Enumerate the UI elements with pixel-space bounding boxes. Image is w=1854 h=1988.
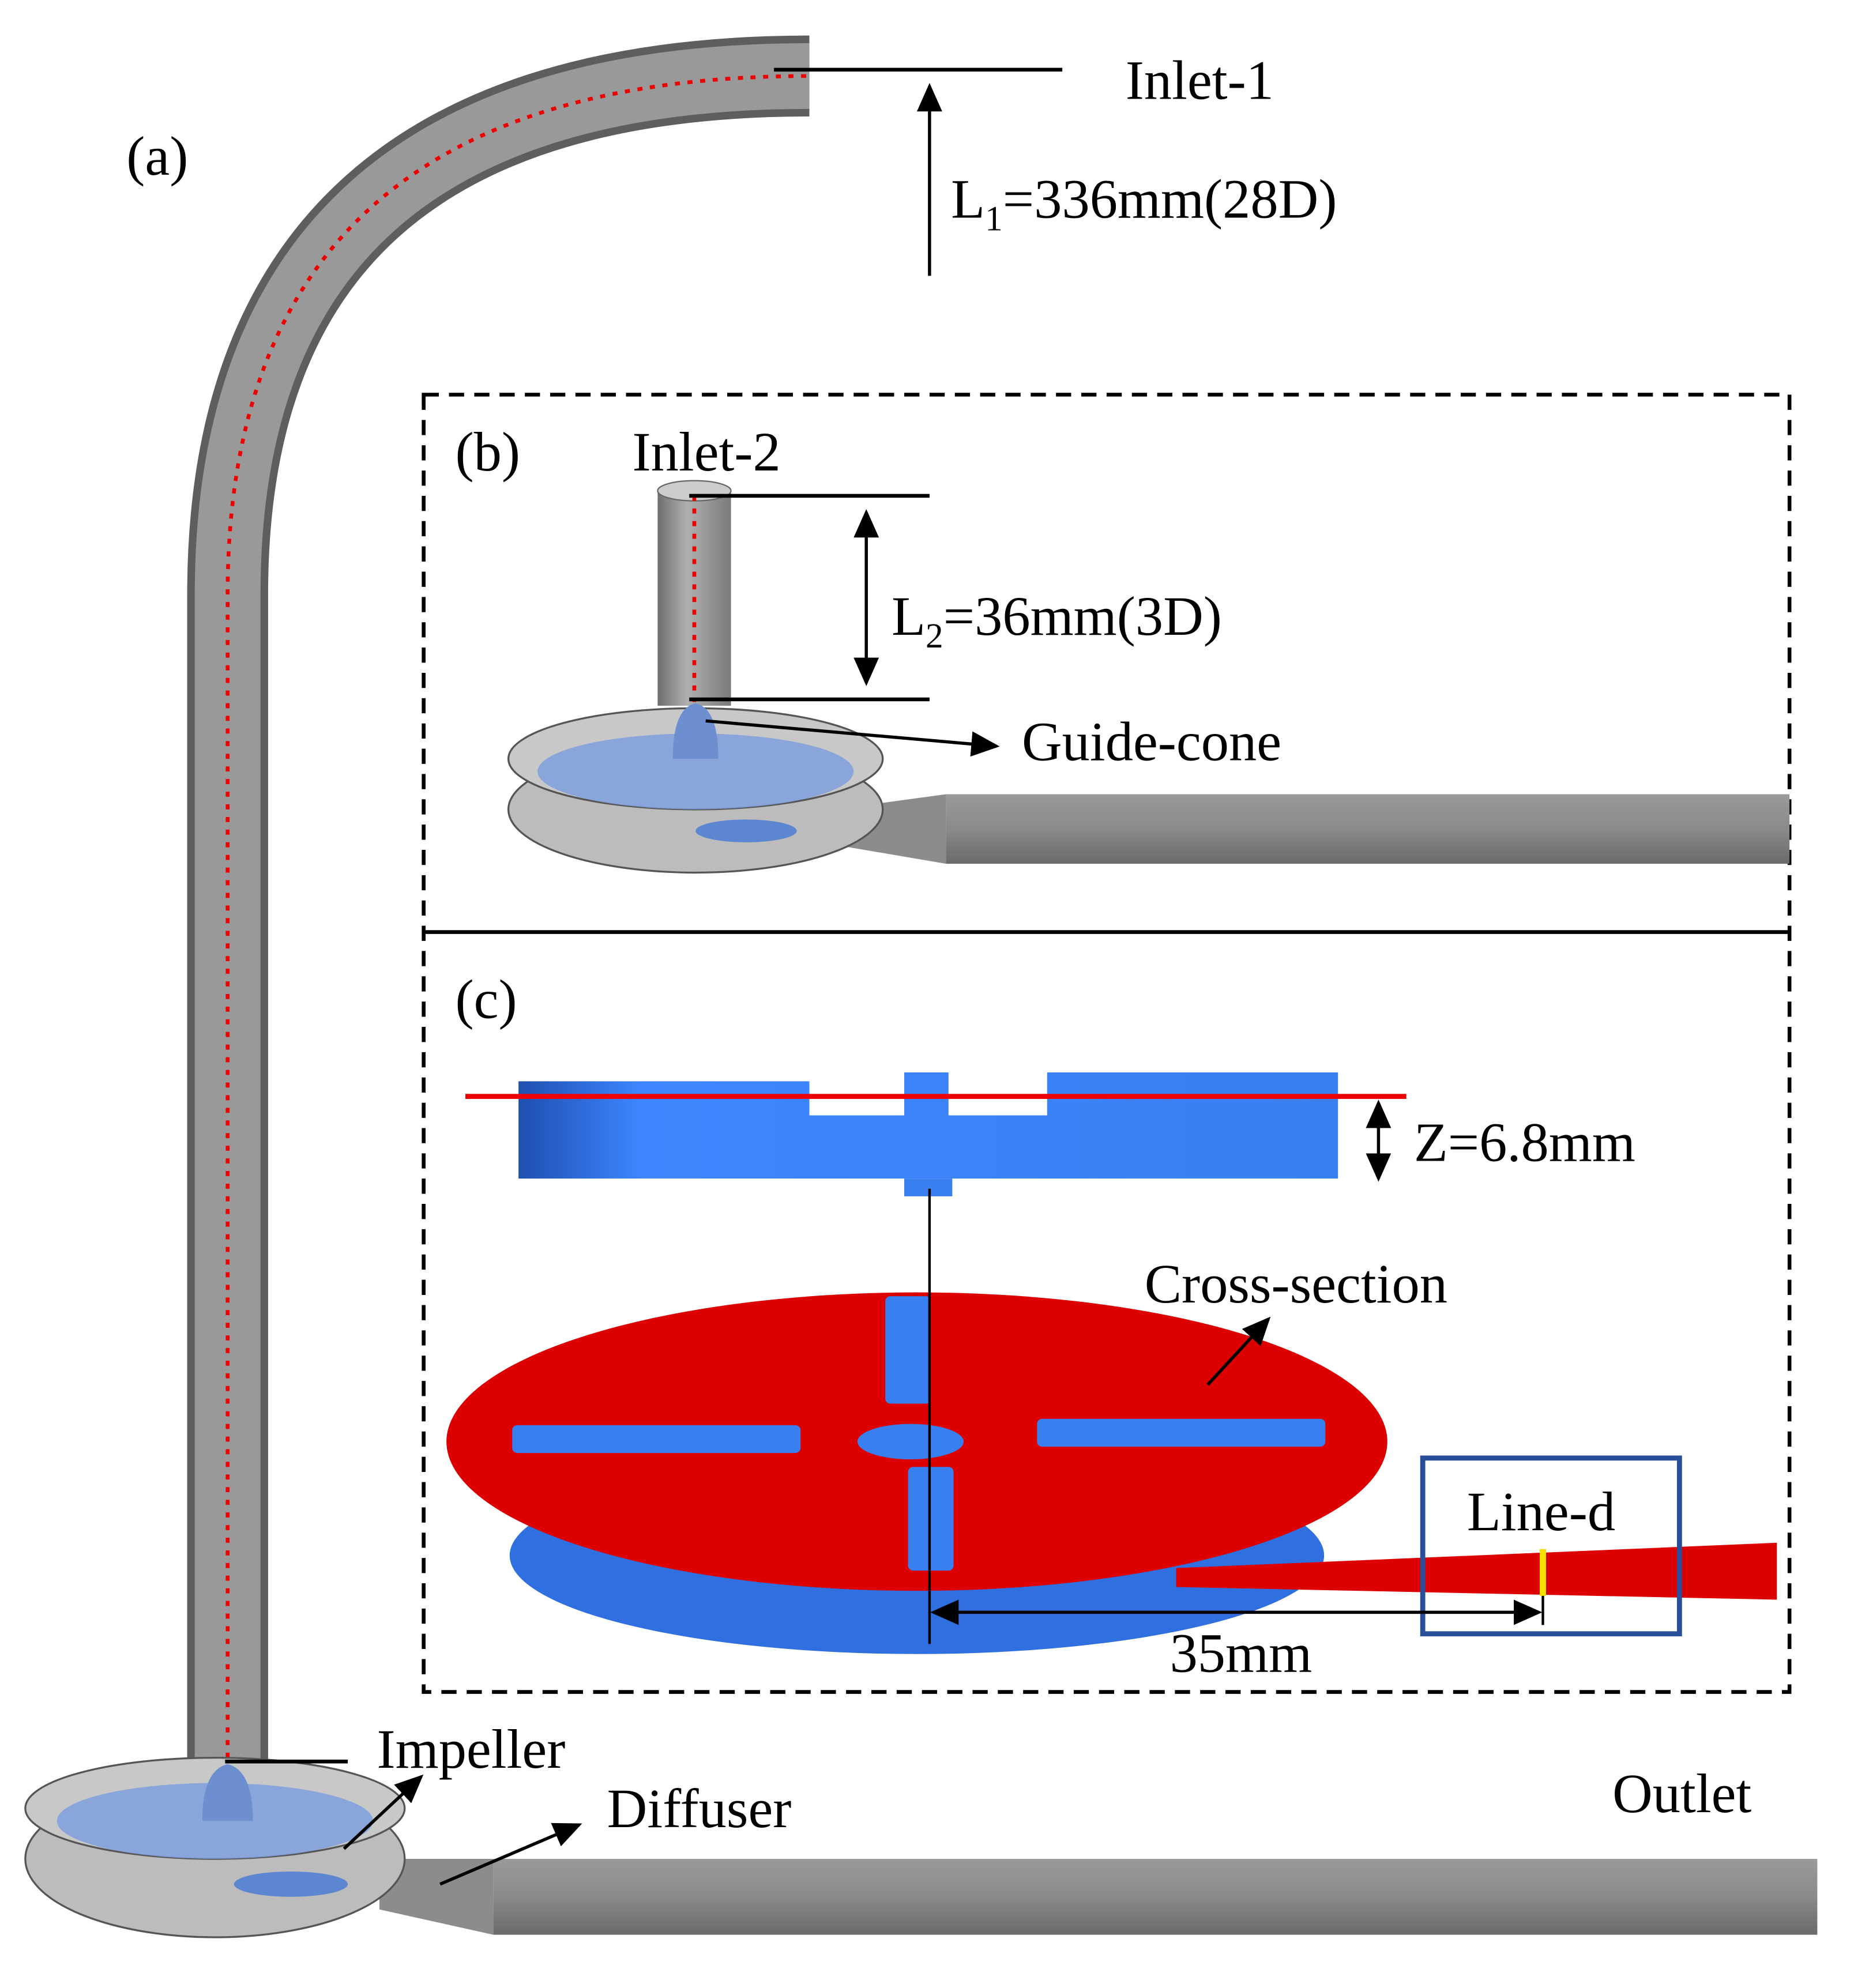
length-2-label: L2=36mm(3D) xyxy=(892,585,1222,656)
panel-a-tag: (a) xyxy=(126,125,188,187)
blade xyxy=(512,1425,801,1454)
inset-frame xyxy=(422,393,1792,1694)
diffuser-label: Diffuser xyxy=(607,1778,792,1839)
impeller-side-view xyxy=(518,1072,1338,1196)
guide-cone xyxy=(202,1764,253,1821)
blade xyxy=(1037,1418,1326,1447)
centerline-1 xyxy=(225,74,810,1771)
diffuser-arrow xyxy=(439,1823,582,1886)
line-d-label: Line-d xyxy=(1467,1481,1615,1542)
panel-b-tag: (b) xyxy=(455,421,520,483)
impeller-label: Impeller xyxy=(377,1718,566,1780)
short-inlet-pump xyxy=(507,480,1790,874)
cross-section-arrow xyxy=(1206,1316,1271,1386)
main-pump xyxy=(24,1756,1818,1938)
cross-section-label: Cross-section xyxy=(1145,1253,1447,1315)
z-height-label: Z=6.8mm xyxy=(1414,1111,1635,1173)
line-d-box xyxy=(1420,1455,1682,1637)
outlet-label: Outlet xyxy=(1612,1763,1751,1824)
outlet-pipe xyxy=(493,1859,1818,1935)
diffuser xyxy=(234,1871,348,1897)
panel-c-tag: (c) xyxy=(455,969,517,1030)
length-1-label: L1=336mm(28D) xyxy=(951,168,1337,238)
guide-cone-arrow xyxy=(705,719,1000,757)
inlet-2-label: Inlet-2 xyxy=(633,421,781,483)
distance-label: 35mm xyxy=(1170,1622,1313,1684)
cross-section-view xyxy=(446,1292,1777,1654)
impeller-arrow xyxy=(343,1774,424,1850)
blade xyxy=(885,1296,931,1404)
guide-cone-label: Guide-cone xyxy=(1022,710,1281,772)
inlet-1-label: Inlet-1 xyxy=(1126,49,1274,111)
outlet-section xyxy=(1176,1542,1777,1600)
inlet-pipe-1 xyxy=(187,35,810,1771)
